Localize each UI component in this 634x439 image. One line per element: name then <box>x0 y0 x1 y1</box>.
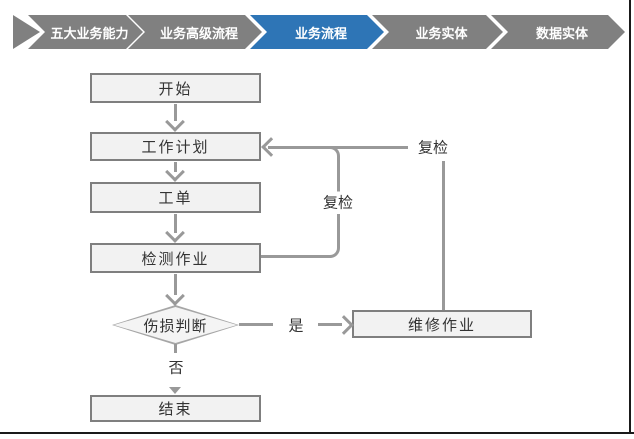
flow-node-damage-decision: 伤损判断 <box>112 305 239 345</box>
connector-inspect-loop-vertical-lower <box>337 214 340 245</box>
flow-node-label: 伤损判断 <box>114 307 237 343</box>
arrowhead-left-icon <box>261 137 281 157</box>
flow-node-start: 开始 <box>90 73 261 103</box>
flow-node-inspection: 检测作业 <box>90 243 261 273</box>
breadcrumb-item-label: 业务实体 <box>415 26 468 42</box>
flow-node-end: 结束 <box>90 395 261 422</box>
arrowhead-down-icon <box>169 387 181 394</box>
edge-label-yes: 是 <box>284 314 308 336</box>
connector-decision-to-no <box>174 344 177 353</box>
arrowhead-down-icon <box>165 223 185 243</box>
frame-bottom-line <box>0 432 634 434</box>
connector-start-to-plan <box>174 104 177 121</box>
edge-label-recheck-inner: 复检 <box>318 191 358 213</box>
connector-loop-corner <box>326 244 340 258</box>
flow-node-label: 开始 <box>158 79 193 98</box>
edge-label-recheck-outer: 复检 <box>413 136 453 158</box>
arrowhead-down-icon <box>165 112 185 132</box>
arrowhead-down-icon <box>165 286 185 306</box>
arrowhead-right-icon <box>334 315 354 335</box>
connector-decision-to-yes <box>239 323 273 326</box>
connector-yes-to-repair <box>318 323 342 326</box>
connector-inspect-loop-horizontal <box>261 255 331 258</box>
connector-recheck-to-plan <box>268 146 408 149</box>
breadcrumb-item-business-capabilities[interactable]: 五大业务能力 <box>28 15 143 49</box>
connector-order-to-inspect <box>174 214 177 233</box>
connector-inspect-to-decision <box>174 274 177 295</box>
edge-label-no: 否 <box>164 356 188 378</box>
connector-plan-to-order <box>174 162 177 172</box>
flow-node-label: 维修作业 <box>407 315 476 334</box>
flow-node-work-plan: 工作计划 <box>90 132 261 161</box>
connector-repair-loop-vertical <box>442 161 445 310</box>
flow-node-label: 工单 <box>158 189 193 207</box>
breadcrumb-item-business-entity[interactable]: 业务实体 <box>372 15 503 49</box>
breadcrumb-item-label: 业务高级流程 <box>159 26 238 42</box>
breadcrumb-item-data-entity[interactable]: 数据实体 <box>491 15 625 49</box>
flow-node-label: 工作计划 <box>141 138 210 156</box>
frame-right-line <box>629 0 631 434</box>
breadcrumb-item-business-process[interactable]: 业务流程 <box>250 15 384 49</box>
breadcrumb-item-label: 业务流程 <box>294 26 347 42</box>
arrowhead-down-icon <box>165 162 185 182</box>
flow-node-label: 结束 <box>158 400 193 418</box>
flow-node-repair: 维修作业 <box>352 310 532 338</box>
flow-node-work-order: 工单 <box>90 182 261 213</box>
connector-inspect-loop-vertical-upper <box>337 159 340 192</box>
breadcrumb-item-label: 数据实体 <box>535 26 588 42</box>
flow-node-label: 检测作业 <box>141 249 210 268</box>
breadcrumb-item-high-level-process[interactable]: 业务高级流程 <box>128 15 262 49</box>
breadcrumb-item-label: 五大业务能力 <box>50 26 129 42</box>
